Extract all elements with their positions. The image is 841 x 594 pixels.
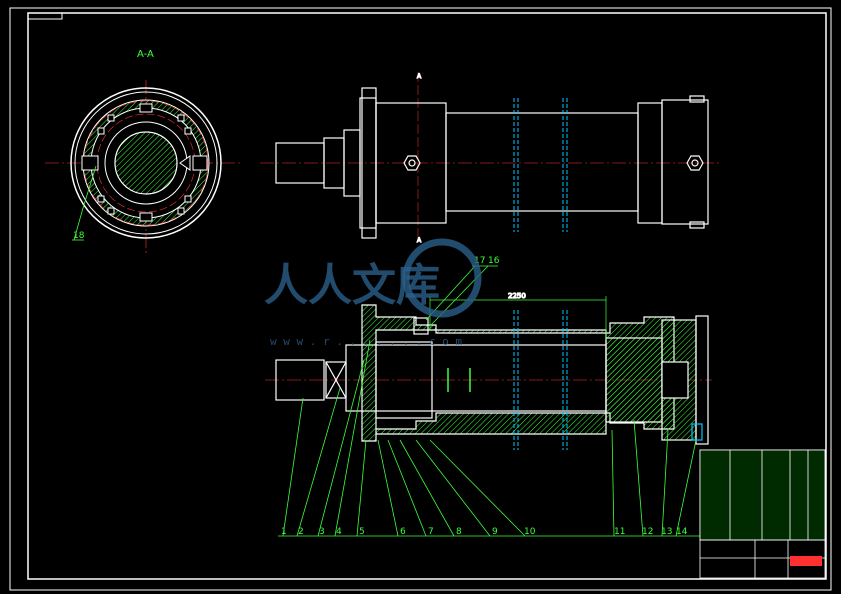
elevation-view: A A xyxy=(260,72,720,245)
part-label-2: 2 xyxy=(298,527,304,537)
longitudinal-section: 2250 xyxy=(265,291,712,450)
part-label-11: 11 xyxy=(614,527,625,537)
drawing-frame xyxy=(9,7,832,591)
part-label-16: 16 xyxy=(488,256,500,266)
part-label-12: 12 xyxy=(642,527,653,537)
part-label-9: 9 xyxy=(492,527,498,537)
part-label-4: 4 xyxy=(336,527,342,537)
section-mark-bottom: A xyxy=(417,237,422,244)
part-label-7: 7 xyxy=(428,527,434,537)
dimension-text: 2250 xyxy=(508,292,526,300)
part-label-13: 13 xyxy=(661,527,672,537)
leader-lines xyxy=(278,265,700,537)
section-view-aa: A-A xyxy=(45,49,240,255)
part-label-1: 1 xyxy=(281,527,287,537)
part-label-3: 3 xyxy=(319,527,325,537)
part-label-14: 14 xyxy=(676,527,688,537)
part-label-17: 17 xyxy=(474,256,485,266)
watermark-url: w w w . r . . . . . . . c o m xyxy=(270,335,462,348)
part-label-18: 18 xyxy=(73,231,85,241)
part-label-5: 5 xyxy=(359,527,365,537)
watermark-text: 人人文库 xyxy=(264,260,440,311)
part-label-8: 8 xyxy=(456,527,462,537)
part-label-6: 6 xyxy=(400,527,406,537)
part-number-labels: 1 2 3 4 5 6 7 8 9 10 11 12 13 14 16 17 1… xyxy=(73,231,688,537)
title-block xyxy=(699,449,826,579)
watermark: 人人文库 w w w . r . . . . . . . c o m xyxy=(264,238,482,348)
part-label-10: 10 xyxy=(524,527,536,537)
section-mark-top: A xyxy=(417,73,422,80)
section-label: A-A xyxy=(137,49,154,60)
